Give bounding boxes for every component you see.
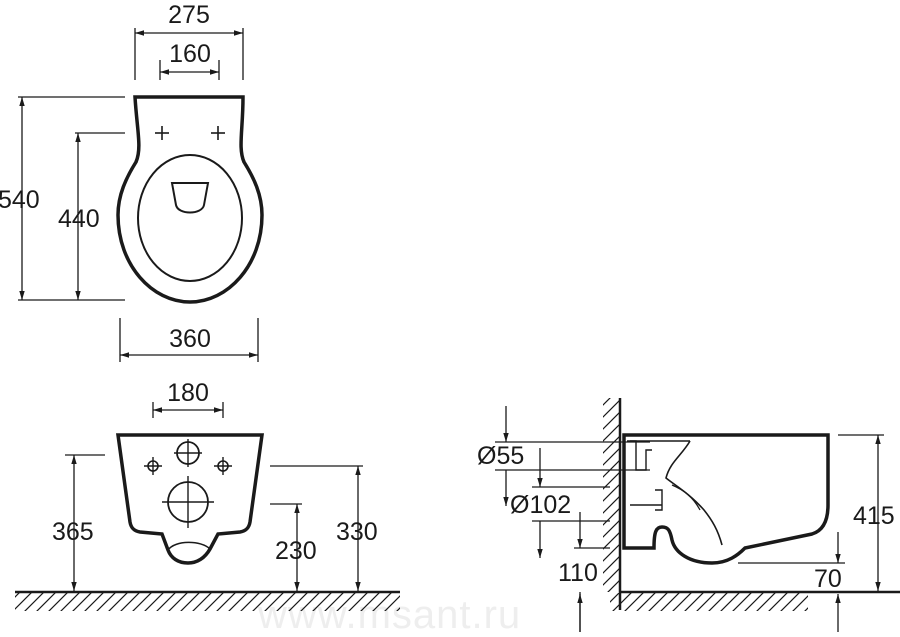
dim-outlet-height: 230 (275, 537, 317, 565)
dim-bowl-height: 415 (853, 502, 895, 530)
rear-view-outline (115, 433, 265, 565)
trapway-upper (665, 440, 723, 546)
dim-inlet-diameter: Ø55 (477, 442, 524, 470)
rear-view: 180 365 230 330 (15, 379, 400, 611)
seat-fixing-right (211, 126, 225, 140)
inlet-pipe (627, 440, 652, 471)
floor-hatch-left (15, 593, 400, 611)
dim-fixing-height: 365 (52, 518, 94, 546)
seat-fixing-left (155, 126, 169, 140)
dim-base-width: 360 (169, 325, 211, 353)
wall-hatch (603, 398, 620, 592)
dim-inlet-spacing: 180 (167, 379, 209, 407)
top-view: 275 160 540 440 360 (0, 1, 264, 362)
seat-opening (137, 154, 243, 282)
fixing-hole-left (144, 457, 162, 475)
dim-inlet-height: 330 (336, 518, 378, 546)
floor-hatch-right (610, 593, 808, 611)
dim-overall-length: 540 (0, 186, 40, 214)
dim-bottom-clearance: 70 (814, 565, 842, 593)
fixing-hole-right (214, 457, 232, 475)
bowl-underside (167, 541, 211, 551)
trapway-inner (671, 484, 701, 511)
side-view: Ø55 Ø102 110 415 70 (477, 398, 900, 632)
rim-outlet (170, 182, 210, 214)
outlet-spigot (655, 489, 663, 511)
outlet-centre-mark (162, 476, 214, 528)
dim-outlet-offset: 110 (558, 559, 598, 587)
dim-outlet-diameter: Ø102 (510, 491, 571, 519)
dim-overall-width: 275 (168, 1, 210, 29)
dim-fixing-to-front: 440 (58, 205, 100, 233)
dim-fixing-spacing: 160 (169, 40, 211, 68)
side-view-outline (622, 433, 830, 565)
top-view-outline (116, 95, 264, 304)
inlet-centre-mark (174, 439, 202, 467)
